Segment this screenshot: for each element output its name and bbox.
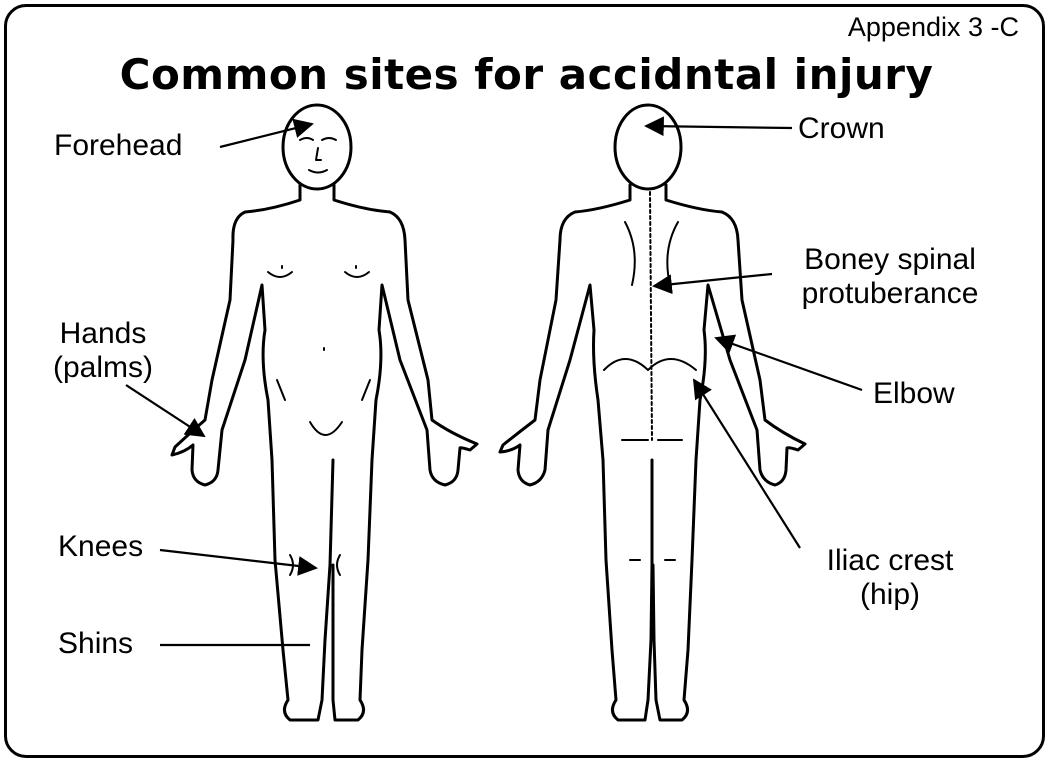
spinal-label-line1: Boney spinal	[770, 243, 1010, 277]
iliac-label: Iliac crest (hip)	[795, 544, 985, 612]
crown-label: Crown	[798, 112, 885, 146]
iliac-label-line2: (hip)	[795, 578, 985, 612]
forehead-label: Forehead	[54, 129, 182, 163]
spinal-label-line2: protuberance	[770, 277, 1010, 311]
elbow-label: Elbow	[873, 377, 955, 411]
spinal-arrow	[654, 274, 772, 286]
front-body-figure	[172, 105, 477, 720]
spinal-label: Boney spinal protuberance	[770, 243, 1010, 311]
crown-arrow	[646, 126, 792, 128]
hands-label: Hands (palms)	[38, 317, 168, 385]
back-body-figure	[500, 105, 805, 720]
hands-label-line1: Hands	[38, 317, 168, 351]
hands-label-line2: (palms)	[38, 351, 168, 385]
knees-label: Knees	[58, 530, 143, 564]
shins-label: Shins	[58, 627, 133, 661]
iliac-label-line1: Iliac crest	[795, 544, 985, 578]
forehead-arrow	[220, 124, 312, 147]
hands-arrow	[126, 385, 204, 436]
